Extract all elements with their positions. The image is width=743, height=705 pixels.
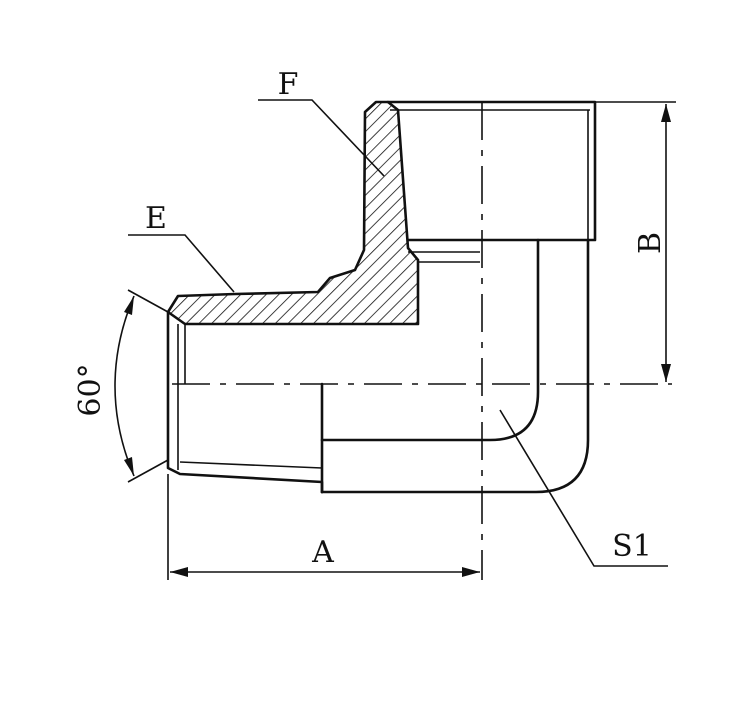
angle-arc bbox=[114, 295, 135, 477]
elbow-outer-curve bbox=[320, 238, 590, 494]
dim-a-arrow-right bbox=[462, 567, 480, 577]
hatched-section bbox=[166, 100, 420, 326]
dim-b-arrow-top bbox=[661, 104, 671, 122]
elbow-inner-curve bbox=[320, 238, 540, 442]
angle-ext-bottom bbox=[127, 459, 169, 483]
angle-arrow-bottom bbox=[124, 457, 134, 476]
leader-line-f bbox=[258, 99, 385, 177]
dimension-label-b: B bbox=[633, 232, 668, 254]
angle-label: 60° bbox=[73, 363, 108, 416]
dim-b-arrow-bottom bbox=[661, 364, 671, 382]
dimension-label-a: A bbox=[311, 535, 334, 570]
callout-label-e: E bbox=[145, 201, 167, 236]
callout-label-f: F bbox=[278, 67, 299, 102]
callout-label-s1: S1 bbox=[612, 529, 652, 564]
angle-ext-top bbox=[127, 289, 169, 313]
leader-line-e bbox=[128, 234, 235, 293]
thread-line-lower bbox=[179, 461, 323, 469]
leader-line-s1 bbox=[499, 409, 668, 567]
vertical-body-outline bbox=[386, 100, 597, 242]
angle-arrow-top bbox=[124, 296, 134, 315]
dim-a-arrow-left bbox=[170, 567, 188, 577]
